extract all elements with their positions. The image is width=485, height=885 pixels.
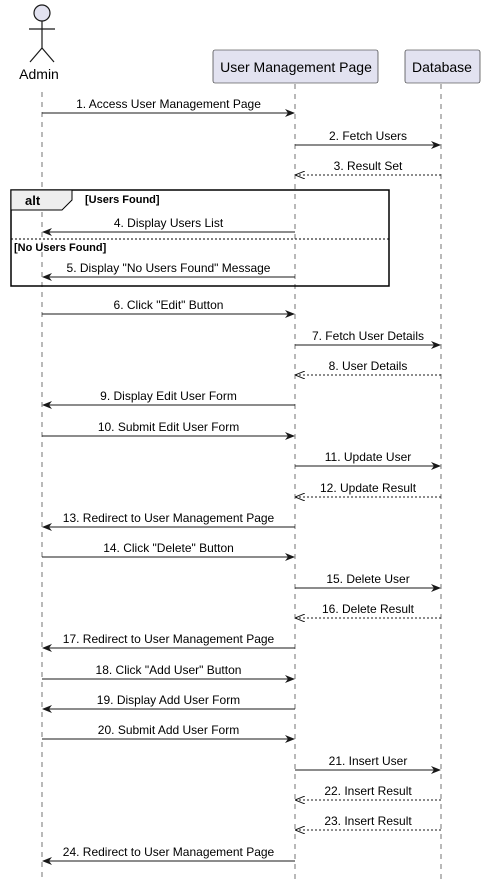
message-11: 11. Update User [295, 450, 441, 470]
messages: 1. Access User Management Page 2. Fetch U… [42, 97, 441, 865]
message-12: 12. Update Result [296, 481, 441, 497]
message-21: 21. Insert User [295, 754, 441, 774]
message-22: 22. Insert Result [296, 784, 441, 800]
message-7: 7. Fetch User Details [295, 329, 441, 349]
message-label: 18. Click "Add User" Button [96, 663, 242, 677]
fragment-tab [10, 189, 73, 211]
fragment-frame [10, 189, 390, 287]
message-8: 8. User Details [296, 359, 441, 375]
message-label: 21. Insert User [329, 754, 408, 768]
message-label: 17. Redirect to User Management Page [63, 632, 275, 646]
message-label: 24. Redirect to User Management Page [63, 845, 275, 859]
participant-label-admin: Admin [19, 66, 59, 82]
message-label: 16. Delete Result [322, 602, 415, 616]
message-4: 4. Display Users List [42, 216, 295, 236]
participant-label-user-management-page: User Management Page [220, 59, 372, 75]
message-label: 7. Fetch User Details [312, 329, 424, 343]
message-23: 23. Insert Result [296, 814, 441, 830]
participant-user-management-page: User Management Page [212, 49, 379, 84]
message-14: 14. Click "Delete" Button [42, 541, 295, 561]
message-label: 9. Display Edit User Form [100, 389, 237, 403]
message-9: 9. Display Edit User Form [42, 389, 295, 409]
message-label: 4. Display Users List [114, 216, 224, 230]
message-label: 3. Result Set [334, 159, 403, 173]
message-label: 2. Fetch Users [329, 129, 407, 143]
message-label: 5. Display "No Users Found" Message [67, 261, 271, 275]
fragment-guard-users-found: [Users Found] [85, 194, 160, 206]
fragment-keyword: alt [25, 193, 41, 208]
message-label: 6. Click "Edit" Button [114, 298, 224, 312]
message-label: 20. Submit Add User Form [98, 723, 239, 737]
message-label: 10. Submit Edit User Form [98, 420, 239, 434]
message-19: 19. Display Add User Form [42, 693, 295, 713]
message-24: 24. Redirect to User Management Page [42, 845, 295, 865]
message-label: 11. Update User [325, 450, 412, 464]
message-label: 14. Click "Delete" Button [103, 541, 234, 555]
participant-box [404, 49, 481, 84]
fragment-guard-no-users-found: [No Users Found] [14, 242, 107, 254]
message-13: 13. Redirect to User Management Page [42, 511, 295, 531]
message-15: 15. Delete User [295, 572, 441, 592]
message-10: 10. Submit Edit User Form [42, 420, 295, 440]
message-label: 23. Insert Result [324, 814, 412, 828]
message-2: 2. Fetch Users [295, 129, 441, 149]
message-17: 17. Redirect to User Management Page [42, 632, 295, 652]
message-label: 1. Access User Management Page [76, 97, 261, 111]
message-label: 22. Insert Result [324, 784, 412, 798]
message-label: 13. Redirect to User Management Page [63, 511, 275, 525]
alt-fragment: alt [Users Found] [No Users Found] [10, 189, 390, 287]
message-label: 12. Update Result [320, 481, 417, 495]
message-label: 19. Display Add User Form [97, 693, 240, 707]
message-16: 16. Delete Result [296, 602, 441, 618]
message-6: 6. Click "Edit" Button [42, 298, 295, 318]
participant-database: Database [404, 49, 481, 84]
stick-figure-icon [29, 4, 55, 63]
message-20: 20. Submit Add User Form [42, 723, 295, 743]
message-1: 1. Access User Management Page [42, 97, 295, 117]
message-18: 18. Click "Add User" Button [42, 663, 295, 683]
message-label: 15. Delete User [326, 572, 409, 586]
message-label: 8. User Details [329, 359, 408, 373]
message-5: 5. Display "No Users Found" Message [42, 261, 295, 281]
participant-box [212, 49, 379, 84]
actor-admin: Admin [19, 4, 59, 82]
participant-label-database: Database [412, 59, 472, 75]
message-3: 3. Result Set [296, 159, 441, 175]
